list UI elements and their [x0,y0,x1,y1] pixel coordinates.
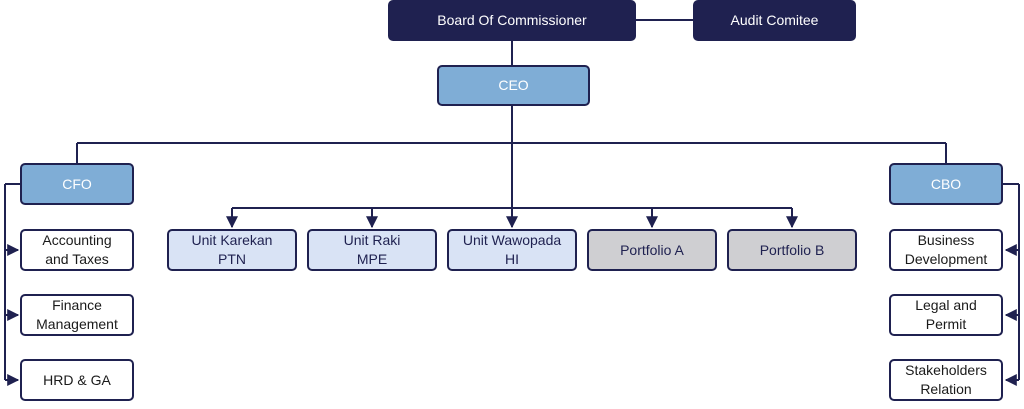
cfo-child-hrd-ga: HRD & GA [20,359,134,401]
board-of-commissioner-box: Board Of Commissioner [388,0,636,41]
portfolio-b-box: Portfolio B [727,229,857,271]
cbo-box: CBO [889,163,1003,205]
cfo-child-accounting-taxes: Accounting and Taxes [20,229,134,271]
unit-wawopada-hi-box: Unit Wawopada HI [447,229,577,271]
cfo-box: CFO [20,163,134,205]
audit-committee-box: Audit Comitee [693,0,856,41]
ceo-box: CEO [437,65,590,106]
cfo-child-finance-management: Finance Management [20,294,134,336]
cbo-child-stakeholders-relation: Stakeholders Relation [889,359,1003,401]
portfolio-a-box: Portfolio A [587,229,717,271]
unit-raki-mpe-box: Unit Raki MPE [307,229,437,271]
cbo-child-business-development: Business Development [889,229,1003,271]
unit-karekan-ptn-box: Unit Karekan PTN [167,229,297,271]
cbo-child-legal-permit: Legal and Permit [889,294,1003,336]
